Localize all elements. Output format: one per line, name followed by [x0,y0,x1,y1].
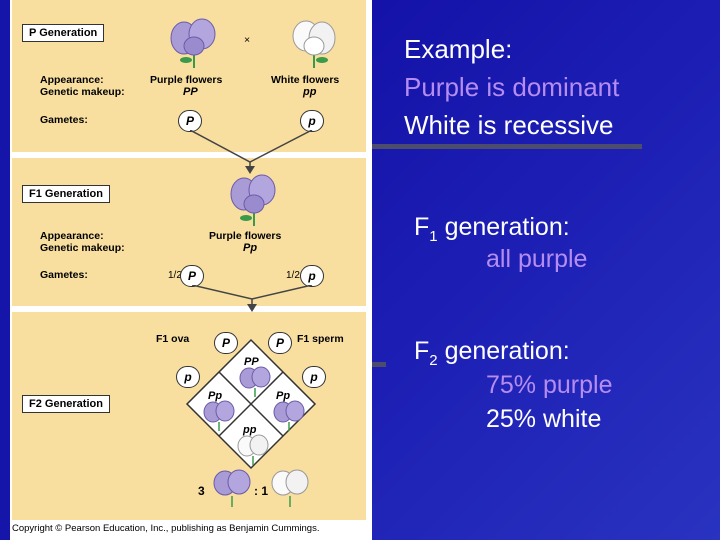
cross-symbol: × [244,34,251,46]
p-left-genotype: PP [183,86,198,98]
recessive-statement: White is recessive [404,110,614,140]
purple-flower-icon [170,18,216,68]
divider-stripe [372,144,642,149]
sperm-top-gamete: P [268,332,292,354]
f1-generation-label: F1 Generation [22,185,110,203]
p-generation-label: P Generation [22,24,105,42]
f2-heading: F2 generation: [414,337,570,369]
panel-divider [12,152,366,158]
white-flower-icon [271,469,309,507]
purple-flower-icon [213,469,251,507]
p-gamete-right: p [300,110,324,132]
example-label: Example: [404,34,513,64]
p-right-genotype: pp [303,86,317,98]
f1-result: all purple [486,245,588,273]
punnett-cell-right: Pp [276,390,291,402]
mendel-cross-figure [12,0,366,520]
white-flower-icon [292,20,336,68]
p-gamete-left: P [178,110,202,132]
purple-flower-icon [273,400,305,431]
f2-result-white: 25% white [486,405,602,433]
p-left-appearance: Purple flowers [150,74,223,86]
f1-appearance: Purple flowers [209,230,282,242]
divider-stripe [372,362,386,367]
f1-ova-label: F1 ova [156,333,190,345]
f1-gamete-fraction-left: 1/2 [168,270,182,281]
panel-divider [12,306,366,312]
genetic-makeup-label: Genetic makeup: [40,86,125,98]
f1-sperm-label: F1 sperm [297,333,344,345]
f1-cross-arrows [192,285,313,312]
purple-flower-icon [203,400,235,431]
gametes-label: Gametes: [40,269,88,281]
f1-gamete-right: p [300,265,324,287]
f1-genotype: Pp [243,242,258,254]
slide-background [372,0,720,540]
f2-generation-label: F2 Generation [22,395,110,413]
purple-flower-icon [230,174,276,226]
ratio-right: : 1 [254,484,269,498]
appearance-label: Appearance: [40,230,104,242]
gametes-label: Gametes: [40,114,88,126]
punnett-cell-top: PP [244,356,259,368]
left-blue-strip [0,0,10,540]
punnett-cell-left: Pp [208,390,223,402]
ova-bottom-gamete: p [176,366,200,388]
f2-result-purple: 75% purple [486,371,613,399]
white-flower-icon [237,434,269,465]
f1-heading: F1 generation: [414,213,570,245]
p-cross-arrows [190,130,313,174]
p-right-appearance: White flowers [271,74,340,86]
punnett-cell-bottom: pp [243,424,257,436]
f1-gamete-left: P [180,265,204,287]
appearance-label: Appearance: [40,74,104,86]
dominant-statement: Purple is dominant [404,72,620,102]
f1-gamete-fraction-right: 1/2 [286,270,300,281]
punnett-square [185,338,317,470]
copyright-notice: Copyright © Pearson Education, Inc., pub… [12,523,320,534]
purple-flower-icon [239,366,271,397]
ratio-left: 3 [198,484,205,498]
genetic-makeup-label: Genetic makeup: [40,242,125,254]
sperm-bottom-gamete: p [302,366,326,388]
ova-top-gamete: P [214,332,238,354]
